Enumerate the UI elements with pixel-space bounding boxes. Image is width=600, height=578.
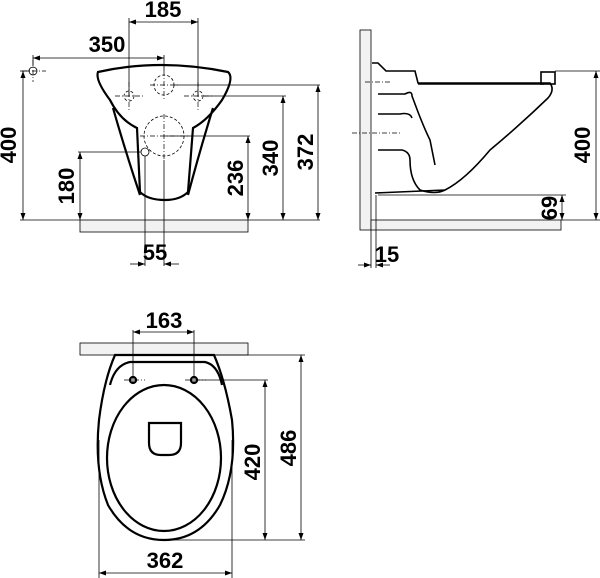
dim-420: 420 xyxy=(240,444,265,481)
dim-400-front: 400 xyxy=(0,127,21,164)
floor-section xyxy=(370,219,562,231)
dim-55: 55 xyxy=(143,240,167,265)
dim-163: 163 xyxy=(146,308,183,333)
dim-69: 69 xyxy=(537,196,562,220)
side-view: 400 69 15 xyxy=(352,29,600,268)
bowl-front-outline xyxy=(96,63,232,202)
outlet-pipe-bottom xyxy=(378,149,446,194)
outlet-pipe-top xyxy=(378,112,413,119)
bowl-front-right-edge xyxy=(186,107,215,196)
dim-180: 180 xyxy=(54,168,79,205)
trap-inner xyxy=(378,91,436,166)
seat-opening xyxy=(105,383,223,533)
bowl-front-left-edge xyxy=(111,107,142,196)
dim-362: 362 xyxy=(147,548,184,573)
dim-185: 185 xyxy=(145,0,182,22)
bowl-top-rim xyxy=(108,360,224,386)
dim-15: 15 xyxy=(375,242,399,267)
bowl-top-outline xyxy=(96,353,235,542)
water-inlet-circle xyxy=(140,147,150,157)
dim-372: 372 xyxy=(293,134,318,171)
dim-486: 486 xyxy=(276,430,301,467)
toilet-side-outer xyxy=(372,62,553,194)
water-surface xyxy=(147,421,183,457)
dim-350: 350 xyxy=(89,32,126,57)
wall-slab-top xyxy=(79,342,249,356)
dim-340: 340 xyxy=(258,140,283,177)
top-view: 163 420 486 362 xyxy=(79,308,305,578)
dim-236: 236 xyxy=(223,160,248,197)
rim-front xyxy=(540,71,556,85)
wall-section xyxy=(359,29,372,231)
dim-400-side: 400 xyxy=(570,127,595,164)
front-view: 185 350 400 180 236 340 372 55 xyxy=(0,0,321,267)
